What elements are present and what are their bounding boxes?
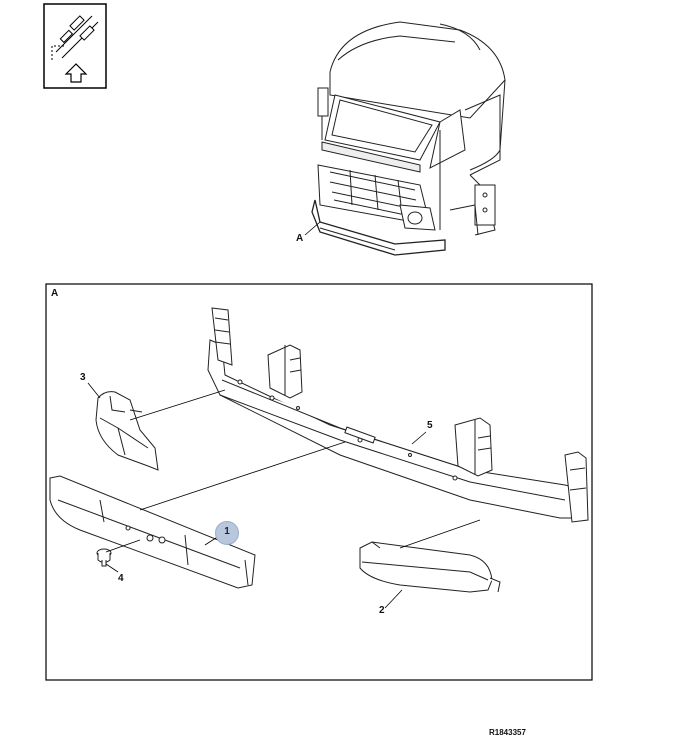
view-a-label-frame: A xyxy=(51,288,59,299)
part-1-front-panel xyxy=(49,475,256,589)
part-1-label: 1 xyxy=(224,526,230,537)
part-3-left-corner xyxy=(95,391,159,471)
part-2-label: 2 xyxy=(379,605,385,616)
part-5-bumper-beam xyxy=(207,307,589,523)
reference-code: R1843357 xyxy=(489,728,526,737)
part-1-highlight-badge: 1 xyxy=(215,521,239,545)
assembly-lines xyxy=(87,382,481,609)
view-a-label-top: A xyxy=(296,233,304,244)
part-3-label: 3 xyxy=(80,372,86,383)
view-a-frame xyxy=(45,283,593,681)
truck-cab-illustration xyxy=(311,21,506,256)
part-5-label: 5 xyxy=(427,420,433,431)
removal-installation-icon xyxy=(43,3,107,89)
part-4-label: 4 xyxy=(118,573,124,584)
part-2-right-corner xyxy=(359,541,501,593)
part-4-bolt xyxy=(96,548,112,567)
